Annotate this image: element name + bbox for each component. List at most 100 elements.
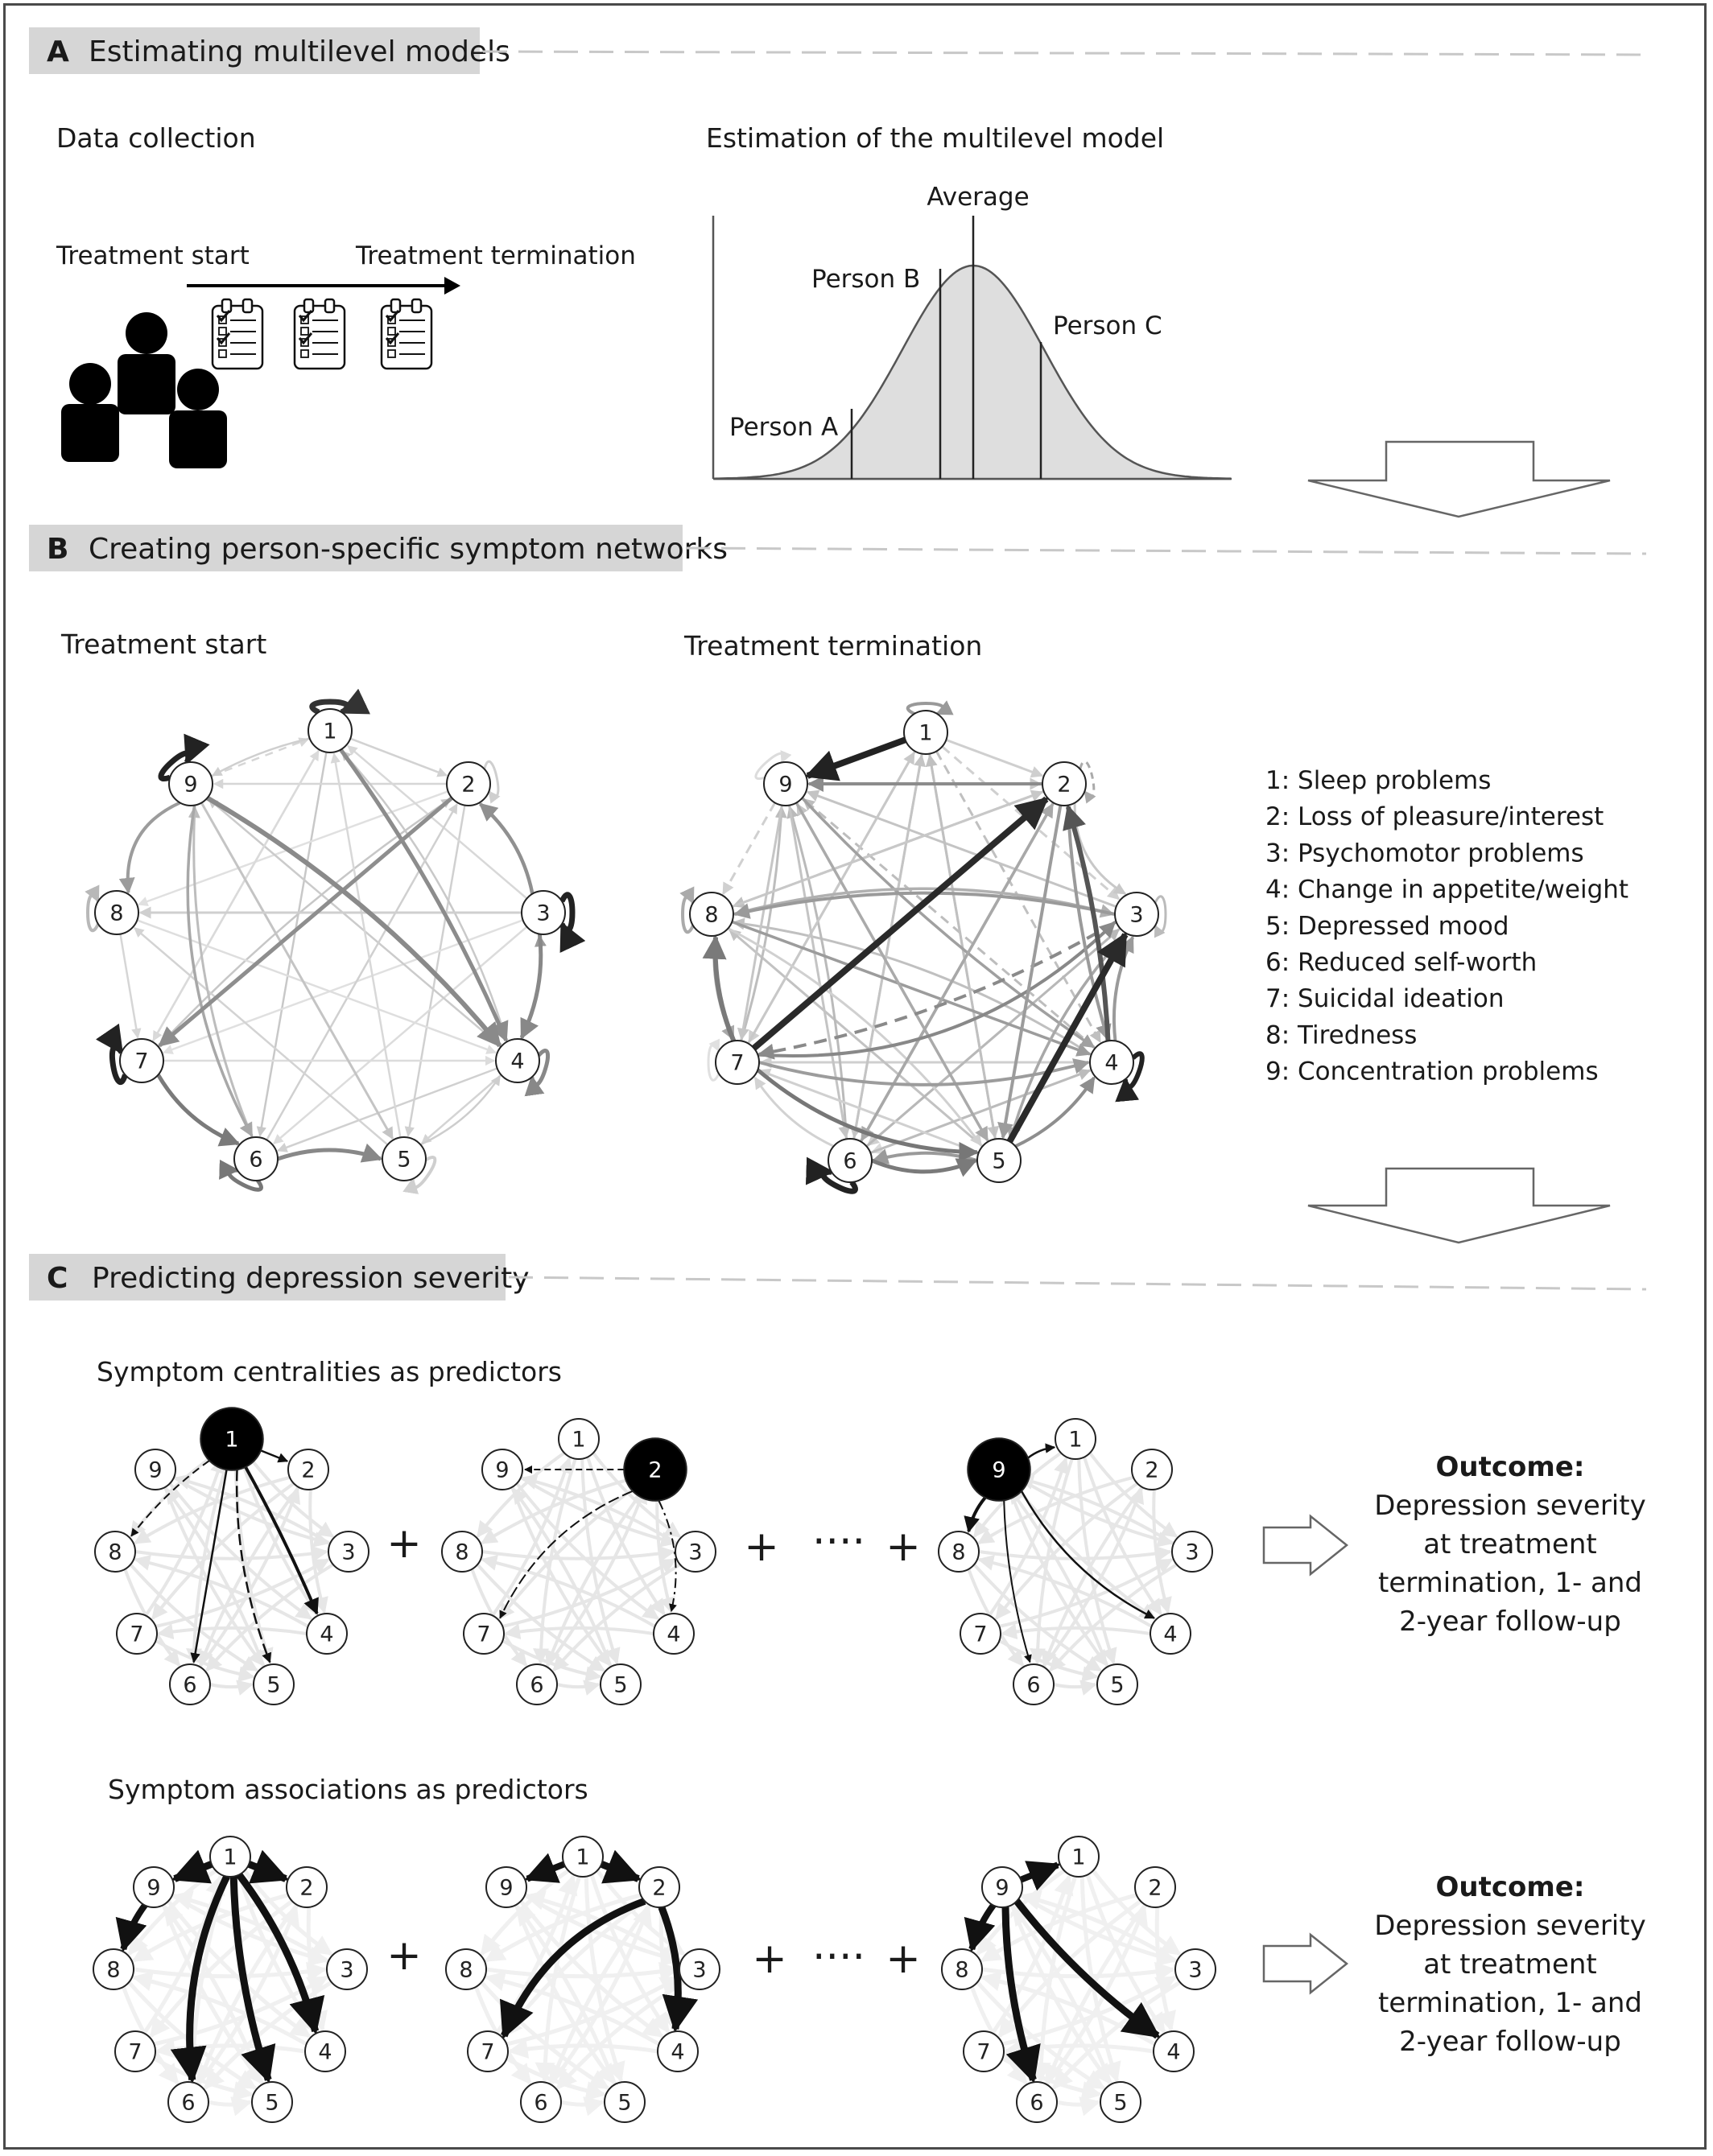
outcome-line: Depression severity xyxy=(1374,1910,1645,1942)
network-edge xyxy=(586,1456,666,1616)
network-edge xyxy=(859,802,1055,1143)
network-edge xyxy=(133,1961,328,1982)
outcome-block: Outcome: Depression severity at treatmen… xyxy=(1374,1451,1645,1638)
node-label: 9 xyxy=(148,1458,162,1483)
section-b-letter: B xyxy=(47,533,68,566)
network-edge xyxy=(491,1457,573,1617)
network-edge xyxy=(990,1874,1074,2034)
node-label: 5 xyxy=(1113,2091,1127,2116)
symptom-node-6: 6 xyxy=(520,2081,562,2123)
network-edge xyxy=(728,928,984,1148)
symptom-node-8: 8 xyxy=(94,890,139,935)
symptom-node-7: 7 xyxy=(715,1040,760,1085)
clipboard-checklist-icon xyxy=(380,298,433,370)
figure-frame xyxy=(3,3,1707,2150)
network-edge xyxy=(511,1487,613,1667)
node-label: 6 xyxy=(249,1148,262,1173)
node-label: 8 xyxy=(106,1958,120,1983)
symptom-node-3: 3 xyxy=(679,1948,720,1990)
outcome-title: Outcome: xyxy=(1436,1451,1585,1483)
network-edge xyxy=(871,1158,978,1177)
symptom-node-9: 9 xyxy=(481,1449,523,1490)
edge-layer xyxy=(679,700,1167,1194)
predictor-edge xyxy=(499,1490,634,1619)
arrow-right-icon xyxy=(187,277,460,295)
network-edge xyxy=(795,802,989,1142)
node-label: 9 xyxy=(495,1458,509,1483)
node-label: 5 xyxy=(266,1673,280,1698)
network-edge xyxy=(1006,931,1129,1144)
section-c-letter: C xyxy=(47,1262,68,1295)
node-label: 6 xyxy=(183,1673,196,1698)
symptom-node-8: 8 xyxy=(94,1531,136,1573)
node-label: 2 xyxy=(301,1458,315,1483)
network-end-title: Treatment termination xyxy=(683,630,982,662)
network-edge xyxy=(519,1899,664,2039)
network-edge xyxy=(865,928,1121,1148)
predictor-edge xyxy=(600,1849,642,1884)
node-label: 7 xyxy=(128,2040,142,2065)
network-edge xyxy=(1042,1486,1145,1668)
network-edge xyxy=(757,921,1117,1058)
network-edge xyxy=(727,927,983,1147)
network-edge xyxy=(172,1476,331,1548)
node-label: 1 xyxy=(225,1428,238,1453)
node-label: 3 xyxy=(688,1540,702,1565)
node-label: 5 xyxy=(397,1148,411,1173)
network-edge xyxy=(157,1623,308,1640)
network-edge xyxy=(277,1067,498,1152)
symptom-node-3: 3 xyxy=(1171,1531,1213,1573)
node-label: 1 xyxy=(576,1845,589,1870)
network-edge xyxy=(737,805,783,1041)
network-edge xyxy=(208,798,502,1048)
outcome-line: termination, 1- and xyxy=(1378,1567,1642,1599)
predictor-edge xyxy=(244,1466,319,1615)
network-edge xyxy=(786,806,848,1140)
predictor-edge xyxy=(1001,1907,1041,2084)
self-loop-edge xyxy=(1154,895,1167,938)
node-label: 3 xyxy=(536,901,550,926)
symptom-node-5: 5 xyxy=(1100,2081,1141,2123)
plus-sign: + xyxy=(885,1935,921,1983)
symptom-node-4: 4 xyxy=(657,2030,699,2072)
predictor-edge xyxy=(1003,1500,1032,1663)
symptom-node-7: 7 xyxy=(960,1613,1001,1655)
person-b-label: Person B xyxy=(811,265,920,294)
symptom-node-4: 4 xyxy=(1153,2030,1195,2072)
symptom-node-8: 8 xyxy=(445,1948,487,1990)
node-label: 7 xyxy=(973,1622,987,1647)
symptom-node-2: 2 xyxy=(286,1866,328,1908)
symptom-node-5: 5 xyxy=(382,1136,427,1181)
clipboard-checklist-icon xyxy=(211,298,264,370)
symptom-node-8: 8 xyxy=(689,892,734,937)
plus-sign: + xyxy=(752,1935,787,1983)
node-label: 2 xyxy=(648,1458,662,1483)
legend-item: 1: Sleep problems xyxy=(1265,766,1491,795)
node-label: 3 xyxy=(1188,1958,1202,1983)
symptom-node-9: 9 xyxy=(168,761,213,806)
network-edge xyxy=(209,1680,254,1696)
symptom-node-4: 4 xyxy=(306,1613,348,1655)
node-label: 3 xyxy=(341,1540,355,1565)
predictor-edge xyxy=(964,1496,987,1533)
legend-item: 2: Loss of pleasure/interest xyxy=(1265,802,1604,831)
network-edge xyxy=(580,1458,621,1665)
symptom-node-8: 8 xyxy=(938,1531,980,1573)
node-label: 9 xyxy=(499,1876,513,1901)
network-edge xyxy=(163,919,524,1054)
symptom-node-8: 8 xyxy=(941,1948,983,1990)
node-label: 1 xyxy=(223,1845,237,1870)
network-edge xyxy=(118,801,181,894)
node-label: 7 xyxy=(134,1049,148,1074)
network-edge xyxy=(134,1555,309,1628)
network-edge xyxy=(138,790,449,907)
node-label: 8 xyxy=(109,901,123,926)
network-edge xyxy=(519,934,543,1040)
self-loop-edge xyxy=(754,750,792,781)
network-edge xyxy=(556,1680,601,1696)
symptom-node-2: 2 xyxy=(287,1449,329,1490)
network-edge xyxy=(1152,1489,1172,1614)
network-edge xyxy=(480,1981,610,2090)
